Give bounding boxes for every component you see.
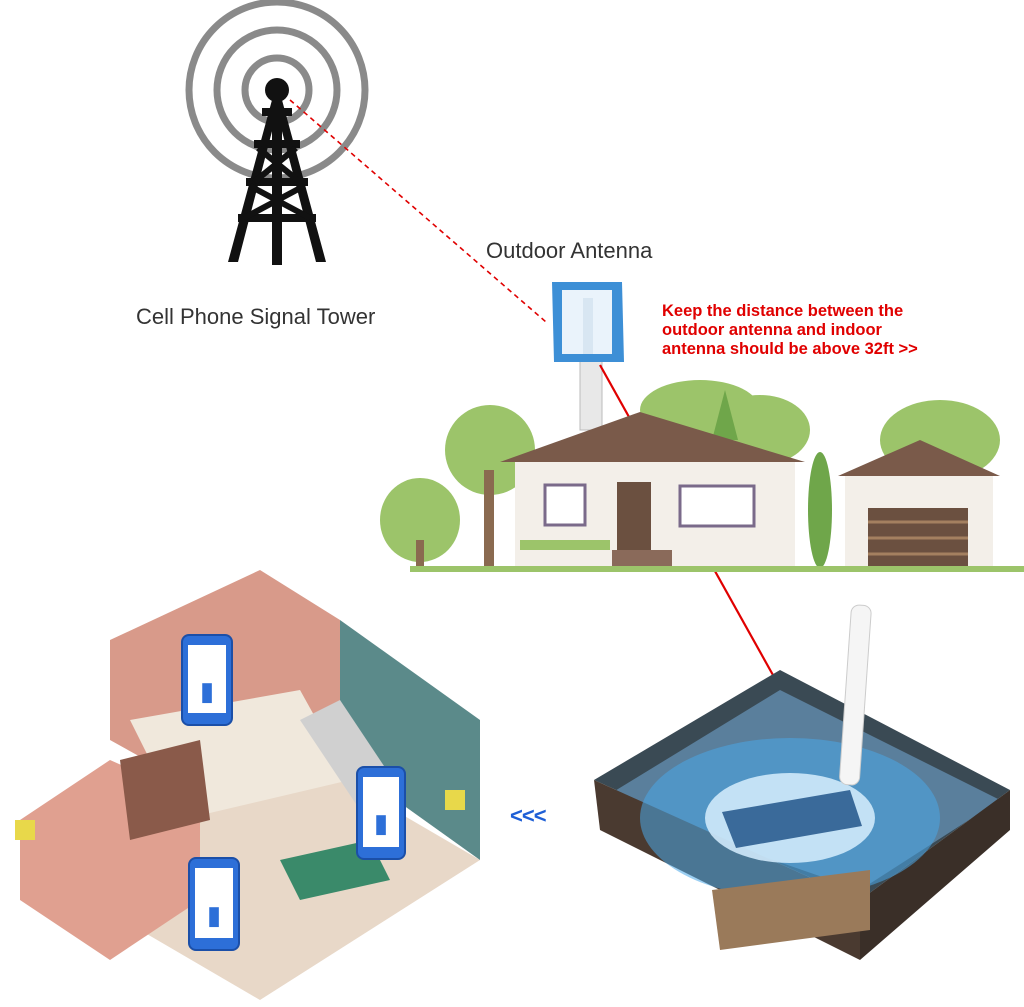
distance-note-line: antenna should be above 32ft >>	[662, 340, 918, 358]
outdoor-antenna-icon	[552, 282, 624, 431]
signal-dashed-line	[289, 99, 547, 323]
svg-text:▮: ▮	[374, 809, 388, 839]
house-illustration	[380, 380, 1024, 572]
distance-note-line: outdoor antenna and indoor	[662, 321, 882, 339]
tower-label: Cell Phone Signal Tower	[136, 304, 376, 329]
indoor-booster-room-illustration	[594, 604, 1010, 960]
direction-arrows: <<<	[510, 803, 547, 828]
booster-unit-icon	[722, 790, 862, 848]
outdoor-antenna-label: Outdoor Antenna	[486, 238, 653, 263]
phone-signal-icon: ▮	[181, 634, 233, 726]
indoor-antenna-icon	[839, 604, 872, 786]
phone-signal-icon: ▮	[356, 766, 406, 860]
building-cutaway-illustration	[15, 570, 480, 1000]
svg-text:▮: ▮	[200, 677, 214, 707]
distance-note-line: Keep the distance between the	[662, 302, 904, 320]
signal-tower-icon	[185, 0, 369, 265]
distance-note: Keep the distance between the outdoor an…	[662, 302, 918, 359]
phone-signal-icon: ▮	[188, 857, 240, 951]
svg-text:▮: ▮	[207, 901, 221, 931]
